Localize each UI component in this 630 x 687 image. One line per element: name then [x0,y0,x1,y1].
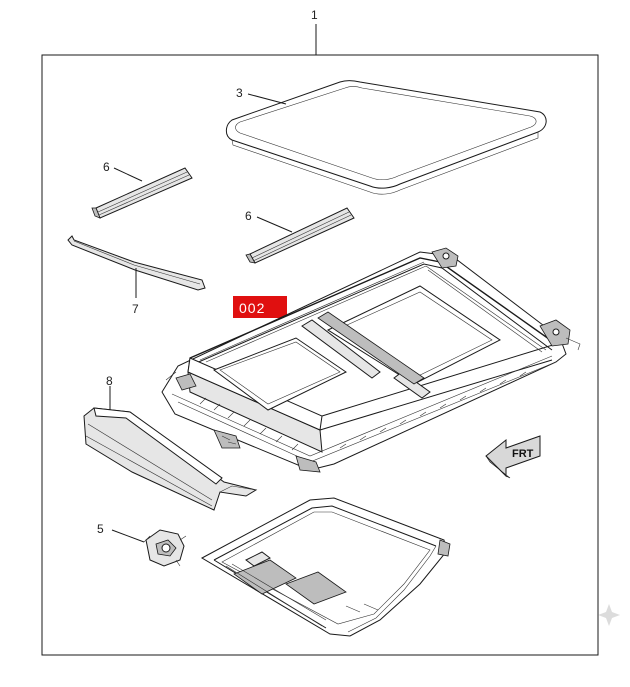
leader-6-right [256,216,293,233]
callout-6-right: 6 [245,209,252,223]
callout-7: 7 [132,302,139,316]
callout-5: 5 [97,522,104,536]
drive-motor[interactable]: 5 [97,522,187,567]
wind-deflector[interactable]: 8 [83,374,258,511]
drain-trough[interactable]: 7 [67,235,206,316]
highlight-badge[interactable]: 002 [233,296,287,318]
front-direction-indicator: FRT [485,435,541,479]
seal-strip-right[interactable]: 6 [245,207,355,264]
front-label: FRT [512,448,534,460]
callout-8: 8 [106,374,113,388]
seal-strip-left[interactable]: 6 [91,160,193,219]
callout-6-left: 6 [103,160,110,174]
leader-6-left [113,167,143,182]
glass-panel[interactable]: 3 [225,80,547,195]
sunroof-frame[interactable] [161,247,581,473]
leader-3 [247,93,287,105]
leader-5 [111,529,145,543]
callout-3: 3 [236,86,243,100]
assembly-group: 1 [41,8,599,656]
callout-1: 1 [311,8,318,22]
highlight-label: 002 [239,300,265,316]
highlight-badge-bg [233,296,287,318]
sunshade-frame[interactable] [200,497,451,637]
assembly-border [41,54,599,656]
sparkle-icon [598,604,620,626]
